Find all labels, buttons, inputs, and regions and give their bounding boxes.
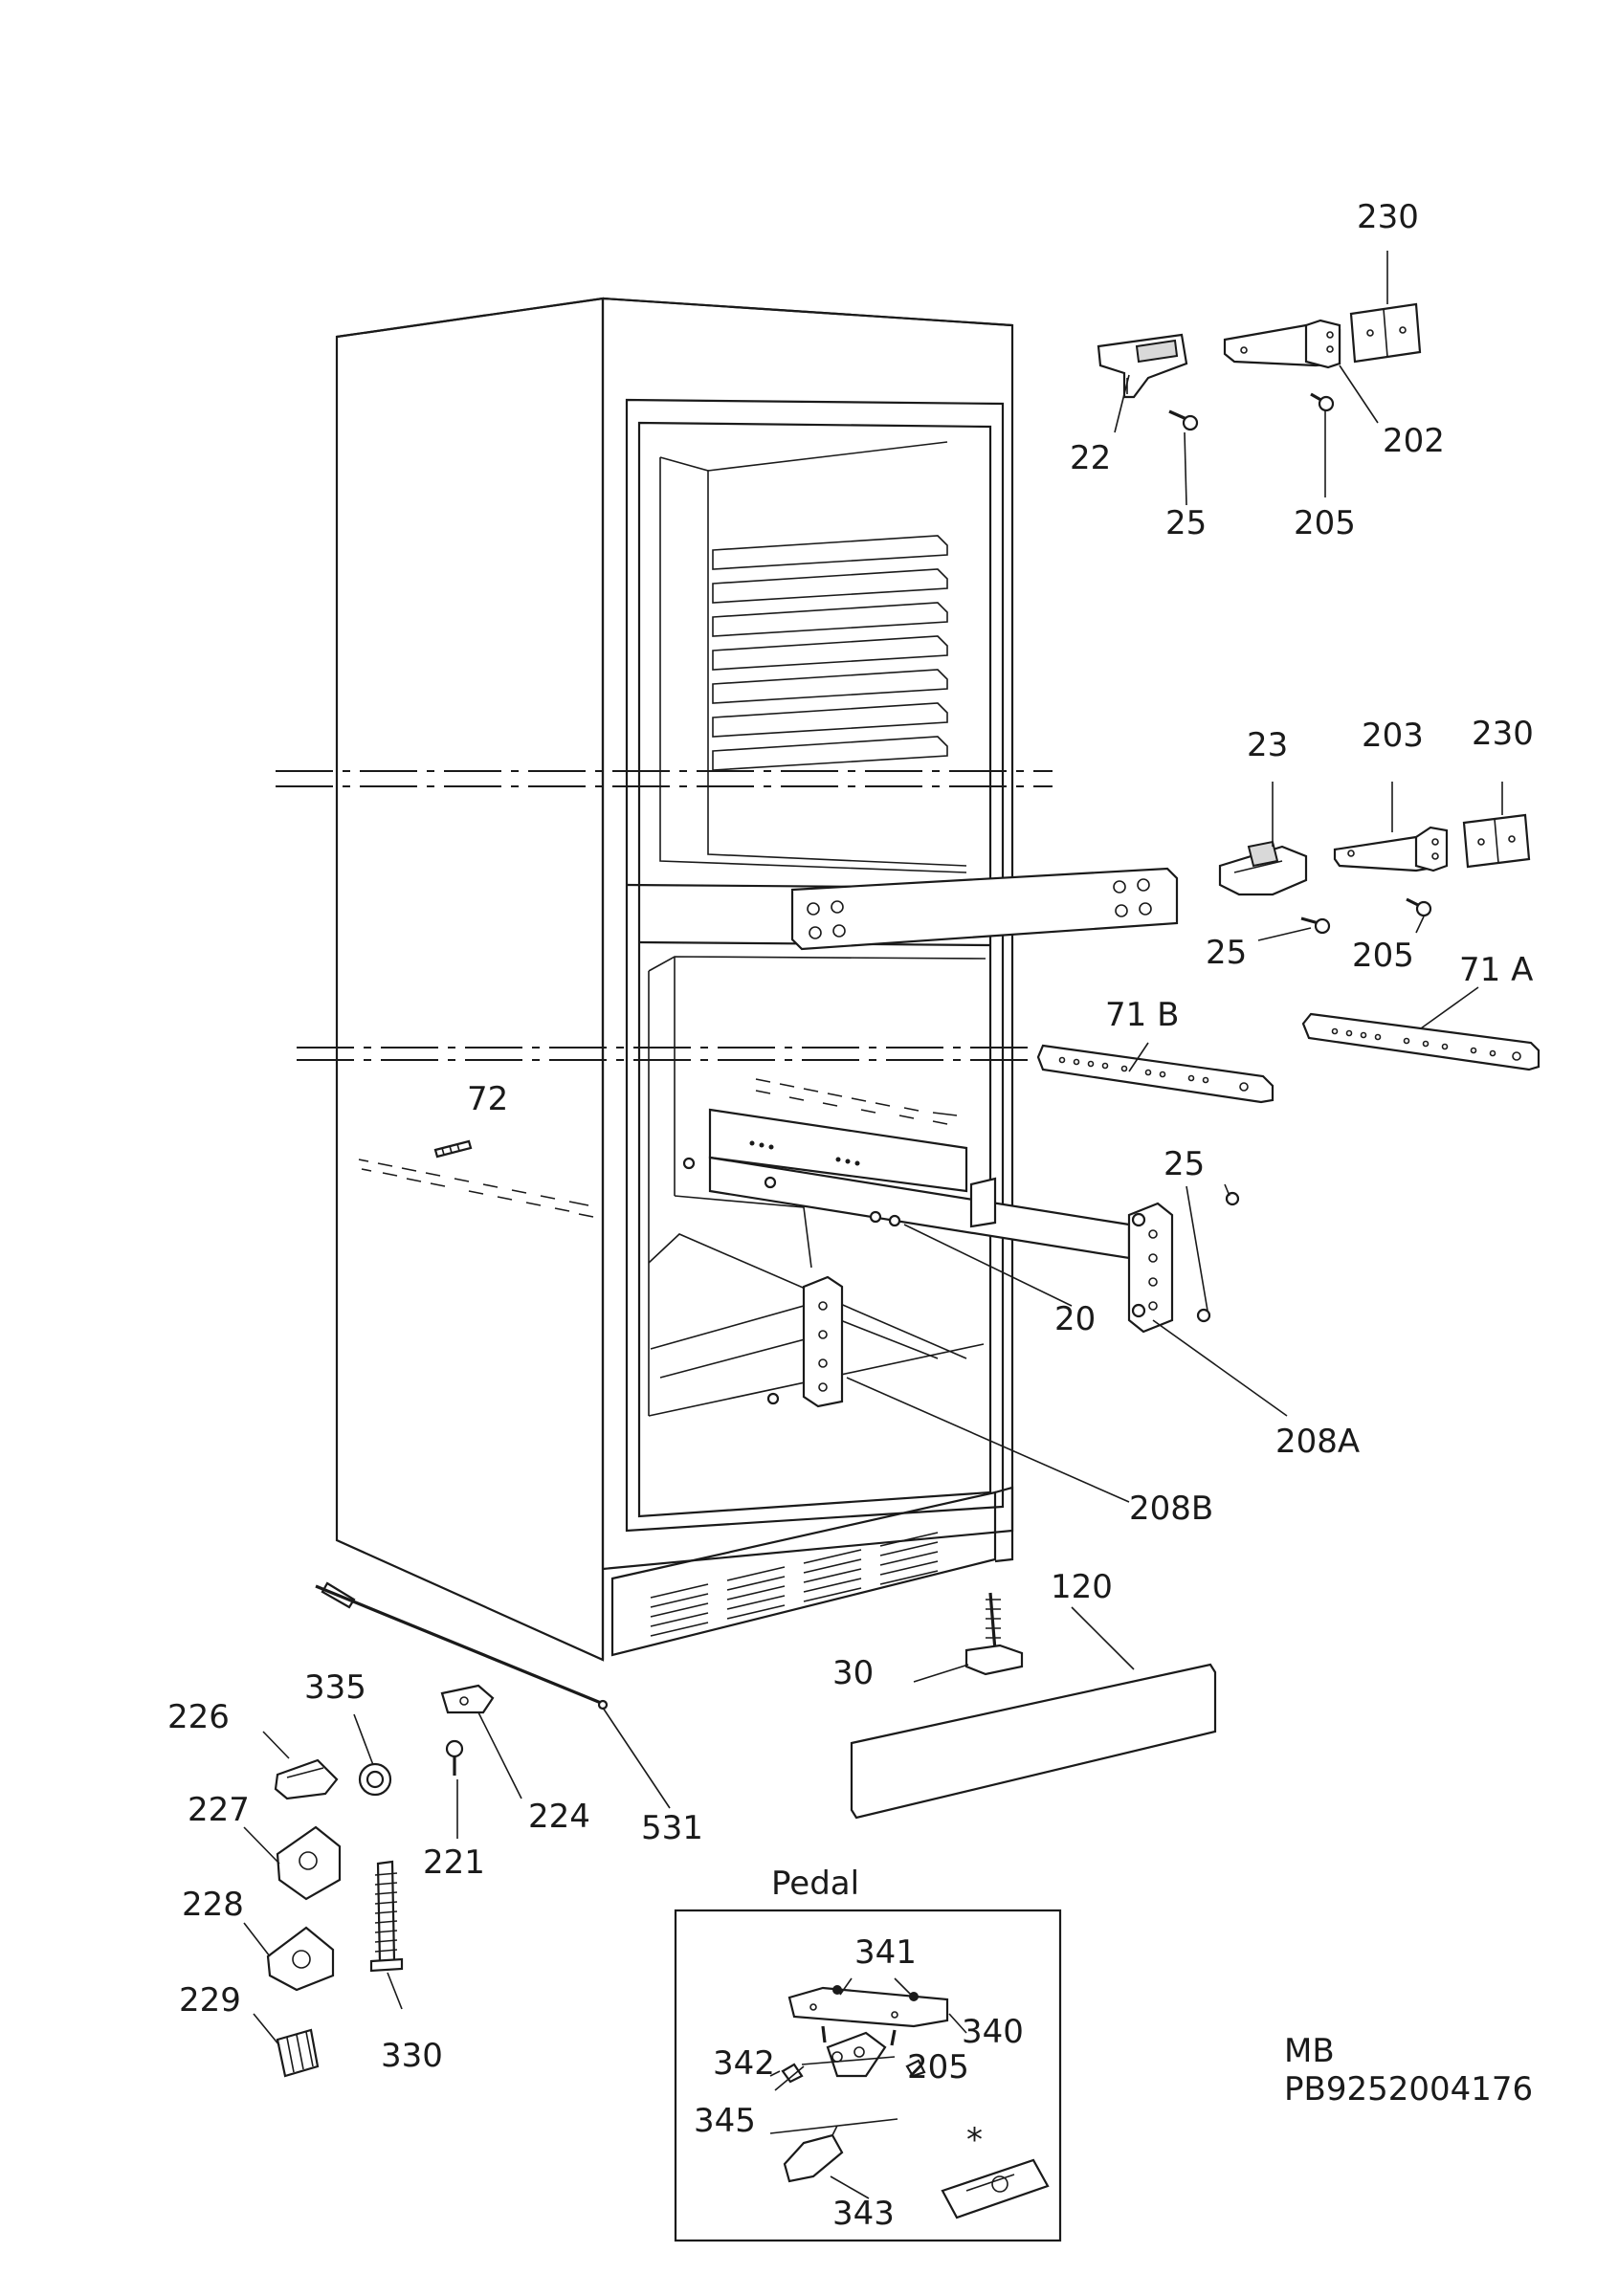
label-531: 531: [641, 1809, 703, 1847]
clip-226: [274, 1758, 339, 1800]
leader-lines: [243, 251, 1503, 2199]
label-226: 226: [167, 1698, 230, 1736]
hinge-22: [1097, 333, 1188, 399]
rail-71B: [1036, 1044, 1274, 1104]
label-229: 229: [179, 1981, 241, 2020]
screw-25-top: [1168, 409, 1199, 431]
screw-72: [433, 1139, 473, 1159]
label-228: 228: [182, 1886, 244, 1924]
screws-25-right: [1196, 1191, 1240, 1323]
svg-text:*: *: [966, 2121, 983, 2159]
shim-230-top: [1349, 302, 1422, 364]
screws-20: [682, 1157, 901, 1405]
label-227: 227: [188, 1791, 250, 1829]
screw-205-top: [1310, 392, 1335, 412]
label-20: 20: [1054, 1300, 1096, 1338]
label-23: 23: [1247, 726, 1288, 764]
hinge-23: [1218, 840, 1308, 896]
label-343: 343: [832, 2195, 895, 2233]
label-30: 30: [832, 1654, 874, 1692]
hinge-bracket-203: [1333, 826, 1449, 872]
label-71A: 71 A: [1459, 951, 1533, 989]
label-221: 221: [423, 1843, 485, 1882]
label-205-mid: 205: [1352, 937, 1414, 975]
label-25-right: 25: [1164, 1145, 1205, 1183]
document-code: PB9252004176: [1284, 2070, 1533, 2108]
label-230-mid: 230: [1472, 715, 1534, 753]
label-203: 203: [1362, 717, 1424, 755]
screw-25-mid: [1300, 916, 1331, 935]
clip-224: [440, 1684, 495, 1714]
label-340: 340: [962, 2013, 1024, 2051]
cabinet: [335, 297, 1014, 1662]
hinge-bracket-202: [1223, 319, 1341, 369]
label-22: 22: [1070, 439, 1111, 477]
label-230-top: 230: [1357, 198, 1419, 236]
break-lines: [276, 770, 1053, 1061]
label-25-mid: 25: [1206, 934, 1247, 972]
bracket-228: [266, 1926, 335, 1992]
model-label: MB: [1284, 2032, 1335, 2070]
door-mounting-plate: [790, 867, 1179, 951]
foot-30: [964, 1592, 1024, 1676]
label-202: 202: [1383, 422, 1445, 460]
pad-229: [276, 2028, 320, 2078]
label-205-pedal: 205: [907, 2048, 969, 2086]
label-71B: 71 B: [1105, 996, 1179, 1034]
label-342: 342: [713, 2044, 775, 2083]
label-25-top: 25: [1165, 504, 1207, 542]
label-345: 345: [694, 2102, 756, 2140]
label-205-top: 205: [1294, 504, 1356, 542]
kick-plate-120: [850, 1663, 1217, 1820]
label-335: 335: [304, 1668, 366, 1707]
rail-71A: [1301, 1012, 1540, 1071]
bracket-227: [276, 1825, 342, 1901]
part-labels: 230 22 25 202 205 23 203 230 25 205 71 A…: [167, 198, 1534, 2233]
label-208B: 208B: [1129, 1490, 1213, 1528]
bolt-330: [369, 1860, 404, 1973]
label-120: 120: [1051, 1568, 1113, 1606]
slide-arm: [708, 1156, 1131, 1260]
bracket-208B: [802, 1275, 844, 1408]
screw-205-mid: [1406, 897, 1432, 917]
nut-335: [358, 1762, 392, 1797]
inset-title: Pedal: [771, 1865, 859, 1903]
label-224: 224: [528, 1798, 590, 1836]
pedal-inset: *: [674, 1909, 1062, 2242]
shim-230-mid: [1462, 813, 1531, 869]
bracket-208A: [1127, 1202, 1174, 1334]
label-72: 72: [467, 1080, 508, 1118]
label-208A: 208A: [1275, 1423, 1360, 1461]
screw-221: [445, 1739, 464, 1776]
label-330: 330: [381, 2037, 443, 2075]
label-341: 341: [854, 1933, 917, 1972]
